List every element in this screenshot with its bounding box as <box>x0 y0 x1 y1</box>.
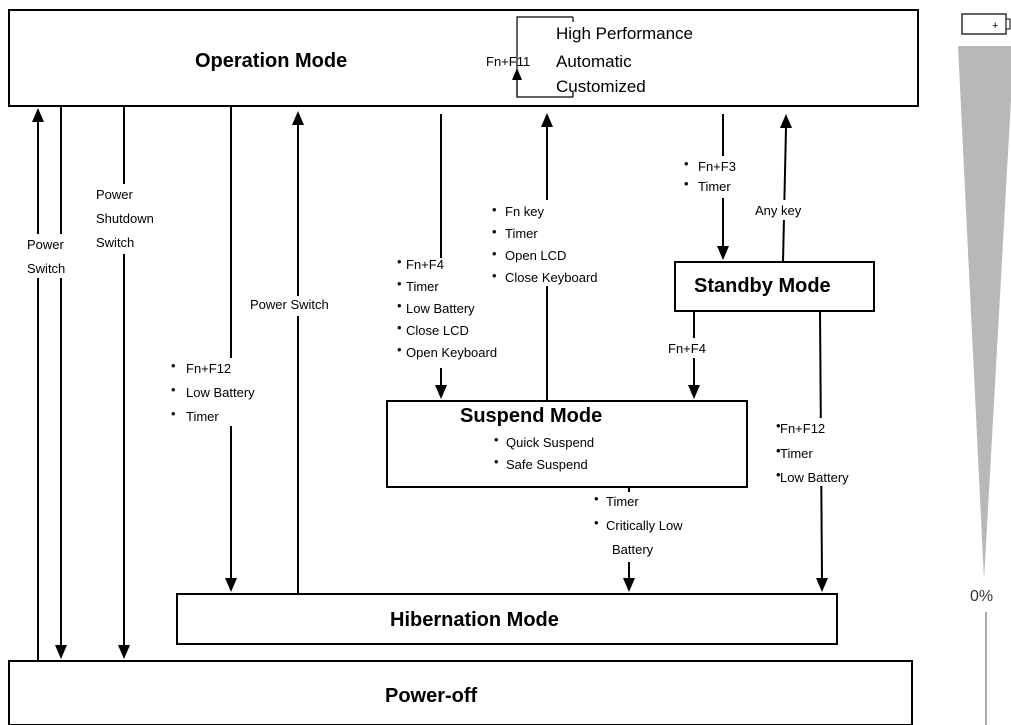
operation-mode-box: Operation Mode <box>8 9 919 107</box>
bullet-icon: • <box>776 467 781 482</box>
battery-level-wedge <box>958 46 1011 580</box>
transition-label: Close Keyboard <box>505 270 598 285</box>
transition-label: Shutdown <box>96 211 154 226</box>
suspend-mode-box: Suspend Mode • Quick Suspend • Safe Susp… <box>386 400 748 488</box>
bullet-icon: • <box>171 382 176 397</box>
svg-text:+: + <box>992 20 998 32</box>
bullet-icon: • <box>492 246 497 261</box>
suspend-to-op-arrow: • Fn key • Timer • Open LCD • Close Keyb… <box>490 113 630 401</box>
transition-label: Battery <box>612 542 654 557</box>
arrow-up-icon <box>541 113 553 127</box>
transition-label: Switch <box>27 261 65 276</box>
bullet-icon: • <box>492 224 497 239</box>
bullet-icon: • <box>776 443 781 458</box>
arrow-up-icon <box>292 111 304 125</box>
bullet-icon: • <box>492 202 497 217</box>
arrow-down-icon <box>688 385 700 399</box>
power-off-title: Power-off <box>385 685 478 707</box>
transition-label: Critically Low <box>606 518 683 533</box>
transition-label: Fn key <box>505 204 545 219</box>
transition-label: Timer <box>698 179 731 194</box>
transition-label: Low Battery <box>406 301 475 316</box>
operation-mode-title: Operation Mode <box>195 50 347 72</box>
standby-mode-box: Standby Mode <box>674 261 875 312</box>
battery-percent-label: 0% <box>970 588 993 605</box>
bullet-icon: • <box>397 320 402 335</box>
transition-label: Switch <box>96 235 134 250</box>
standby-to-hibernation-arrow: • Fn+F12 • Timer • Low Battery <box>776 310 872 592</box>
transition-label: Fn+F3 <box>698 159 736 174</box>
arrow-down-icon <box>55 645 67 659</box>
hibernation-mode-title: Hibernation Mode <box>390 609 559 631</box>
transition-label: Power Switch <box>250 297 329 312</box>
transition-label: Fn+F4 <box>668 341 706 356</box>
operation-cycle: Fn+F11 High Performance Automatic Custom… <box>486 16 693 98</box>
bullet-icon: • <box>776 418 781 433</box>
transition-label: Timer <box>606 494 639 509</box>
performance-option: High Performance <box>556 24 693 43</box>
arrow-down-icon <box>816 578 828 592</box>
arrow-down-icon <box>717 246 729 260</box>
bullet-icon: • <box>494 432 499 447</box>
bullet-icon: • <box>684 176 689 191</box>
bullet-icon: • <box>397 342 402 357</box>
hibernation-to-op-arrow: Power Switch <box>246 111 354 594</box>
transition-label: Close LCD <box>406 323 469 338</box>
bullet-icon: • <box>397 276 402 291</box>
arrow-down-icon <box>623 578 635 592</box>
bullet-icon: • <box>171 406 176 421</box>
transition-label: Low Battery <box>186 385 255 400</box>
power-off-box: Power-off <box>8 660 913 725</box>
op-to-suspend-arrow: • Fn+F4 • Timer • Low Battery • Close LC… <box>396 114 536 399</box>
arrow-up-icon <box>780 114 792 128</box>
transition-label: Any key <box>755 203 802 218</box>
suspend-type-label: Safe Suspend <box>506 457 588 472</box>
suspend-to-hibernation-arrow: • Timer • Critically Low Battery <box>590 487 720 592</box>
bullet-icon: • <box>397 254 402 269</box>
bullet-icon: • <box>171 358 176 373</box>
bullet-icon: • <box>594 515 599 530</box>
op-to-standby-arrow: • Fn+F3 • Timer <box>680 114 740 260</box>
standby-to-op-arrow: Any key <box>752 114 816 263</box>
power-shutdown-arrow: Power Shutdown Switch <box>90 106 170 659</box>
op-to-hibernation-arrow: • Fn+F12 • Low Battery • Timer <box>170 106 280 592</box>
performance-option: Automatic <box>556 52 632 71</box>
cycle-key-label: Fn+F11 <box>486 54 530 69</box>
suspend-mode-title: Suspend Mode <box>460 405 602 427</box>
transition-label: Low Battery <box>780 470 849 485</box>
transition-label: Fn+F12 <box>780 421 825 436</box>
hibernation-mode-box: Hibernation Mode <box>176 593 838 645</box>
transition-label: Power <box>96 187 134 202</box>
transition-label: Open Keyboard <box>406 345 497 360</box>
battery-icon: + <box>961 13 1011 35</box>
bullet-icon: • <box>494 454 499 469</box>
transition-label: Power <box>27 237 65 252</box>
standby-mode-title: Standby Mode <box>694 275 831 297</box>
transition-label: Fn+F4 <box>406 257 444 272</box>
transition-label: Timer <box>406 279 439 294</box>
transition-label: Open LCD <box>505 248 566 263</box>
arrow-down-icon <box>225 578 237 592</box>
performance-option: Customized <box>556 77 646 96</box>
transition-label: Timer <box>186 409 219 424</box>
arrow-down-icon <box>118 645 130 659</box>
bullet-icon: • <box>594 491 599 506</box>
bullet-icon: • <box>397 298 402 313</box>
transition-label: Fn+F12 <box>186 361 231 376</box>
suspend-type-label: Quick Suspend <box>506 435 594 450</box>
power-switch-left-arrow: Power Switch <box>22 106 82 661</box>
bullet-icon: • <box>684 156 689 171</box>
transition-label: Timer <box>780 446 813 461</box>
transition-label: Timer <box>505 226 538 241</box>
bullet-icon: • <box>492 268 497 283</box>
arrow-down-icon <box>435 385 447 399</box>
arrow-up-icon <box>32 108 44 122</box>
standby-to-suspend-arrow: Fn+F4 <box>662 311 726 399</box>
arrow-up-icon <box>512 68 522 80</box>
battery-gauge: + 0% <box>958 13 1011 725</box>
